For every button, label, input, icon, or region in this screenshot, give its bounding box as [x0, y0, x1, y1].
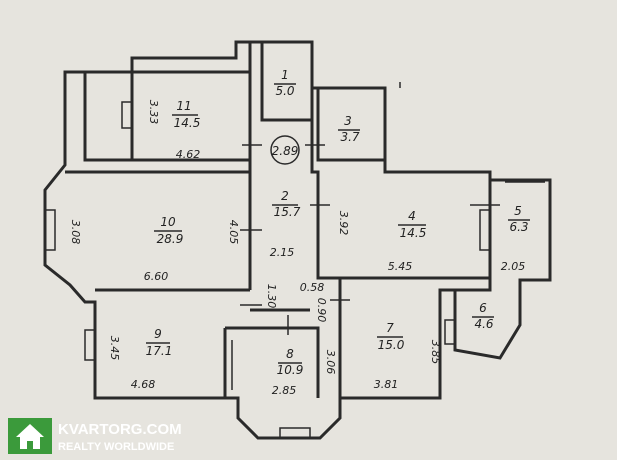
room-1-number: 1: [281, 68, 289, 82]
room-10-number: 10: [160, 215, 176, 229]
room-labels: 1 5.0 2 15.7 3 3.7 4 14.5 5 6.3 6 4.6 7 …: [146, 68, 530, 377]
dim-3-45: 3.45: [108, 336, 121, 361]
dim-0-58: 0.58: [300, 281, 325, 294]
room-1-area: 5.0: [275, 84, 294, 98]
watermark-brand: KVARTORG.COM: [58, 421, 182, 438]
room-6-number: 6: [479, 301, 487, 315]
dim-5-45: 5.45: [388, 260, 413, 273]
room-8-number: 8: [286, 347, 294, 361]
window-room-9: [84, 329, 96, 361]
dim-3-81: 3.81: [374, 378, 399, 391]
room-4-number: 4: [408, 209, 416, 223]
room-9-number: 9: [154, 327, 162, 341]
wall-room-8: [225, 326, 320, 398]
room-11-area: 14.5: [174, 116, 201, 130]
room-11-number: 11: [176, 99, 191, 113]
room-5-number: 5: [514, 204, 522, 218]
dim-3-33: 3.33: [147, 100, 160, 125]
dim-2-05: 2.05: [501, 260, 526, 273]
room-2-number: 2: [281, 189, 289, 203]
door-marks: [240, 144, 500, 335]
dim-0-90: 0.90: [315, 298, 328, 323]
wall-room-4: [310, 160, 492, 280]
watermark: KVARTORG.COM REALTY WORLDWIDE: [8, 418, 182, 454]
room-9-area: 17.1: [146, 344, 173, 358]
room-6-area: 4.6: [474, 317, 493, 331]
room-7-number: 7: [386, 321, 394, 335]
wall-room-5-bottom: [455, 278, 492, 292]
dim-4-62: 4.62: [176, 148, 201, 161]
circled-marker: [270, 135, 300, 165]
room-5-area: 6.3: [509, 220, 528, 234]
wall-room-11: [132, 70, 252, 162]
room-3-area: 3.7: [340, 130, 359, 144]
room-8-area: 10.9: [277, 363, 304, 377]
dim-4-05: 4.05: [227, 220, 240, 245]
room-2-area: 15.7: [274, 205, 301, 219]
dim-2-85: 2.85: [272, 384, 297, 397]
window-room-11: [121, 101, 133, 129]
circled-label: 2.89: [272, 144, 299, 158]
dim-4-68: 4.68: [131, 378, 156, 391]
dim-3-85: 3.85: [429, 340, 442, 365]
dim-3-06: 3.06: [324, 350, 337, 375]
dim-3-08: 3.08: [69, 220, 82, 245]
room-7-area: 15.0: [378, 338, 405, 352]
window-room-7: [444, 319, 456, 345]
watermark-tagline: REALTY WORLDWIDE: [58, 441, 174, 453]
dim-1-30: 1.30: [265, 284, 278, 309]
window-room-10: [44, 209, 56, 251]
dimension-labels: 3.33 4.62 3.08 4.05 6.60 2.15 3.92 5.45 …: [69, 100, 525, 397]
room-3-number: 3: [344, 114, 352, 128]
inner-walls: [65, 42, 492, 398]
room-4-area: 14.5: [400, 226, 427, 240]
dim-6-60: 6.60: [144, 270, 169, 283]
dim-2-15: 2.15: [270, 246, 295, 259]
wall-room-1: [260, 42, 314, 122]
room-10-area: 28.9: [157, 232, 184, 246]
wall-room-3: [316, 88, 385, 162]
window-room-4: [479, 209, 491, 251]
dim-3-92: 3.92: [337, 211, 350, 236]
window-room-8: [279, 427, 311, 439]
window-marks: [44, 82, 545, 439]
house-icon: [16, 424, 44, 449]
